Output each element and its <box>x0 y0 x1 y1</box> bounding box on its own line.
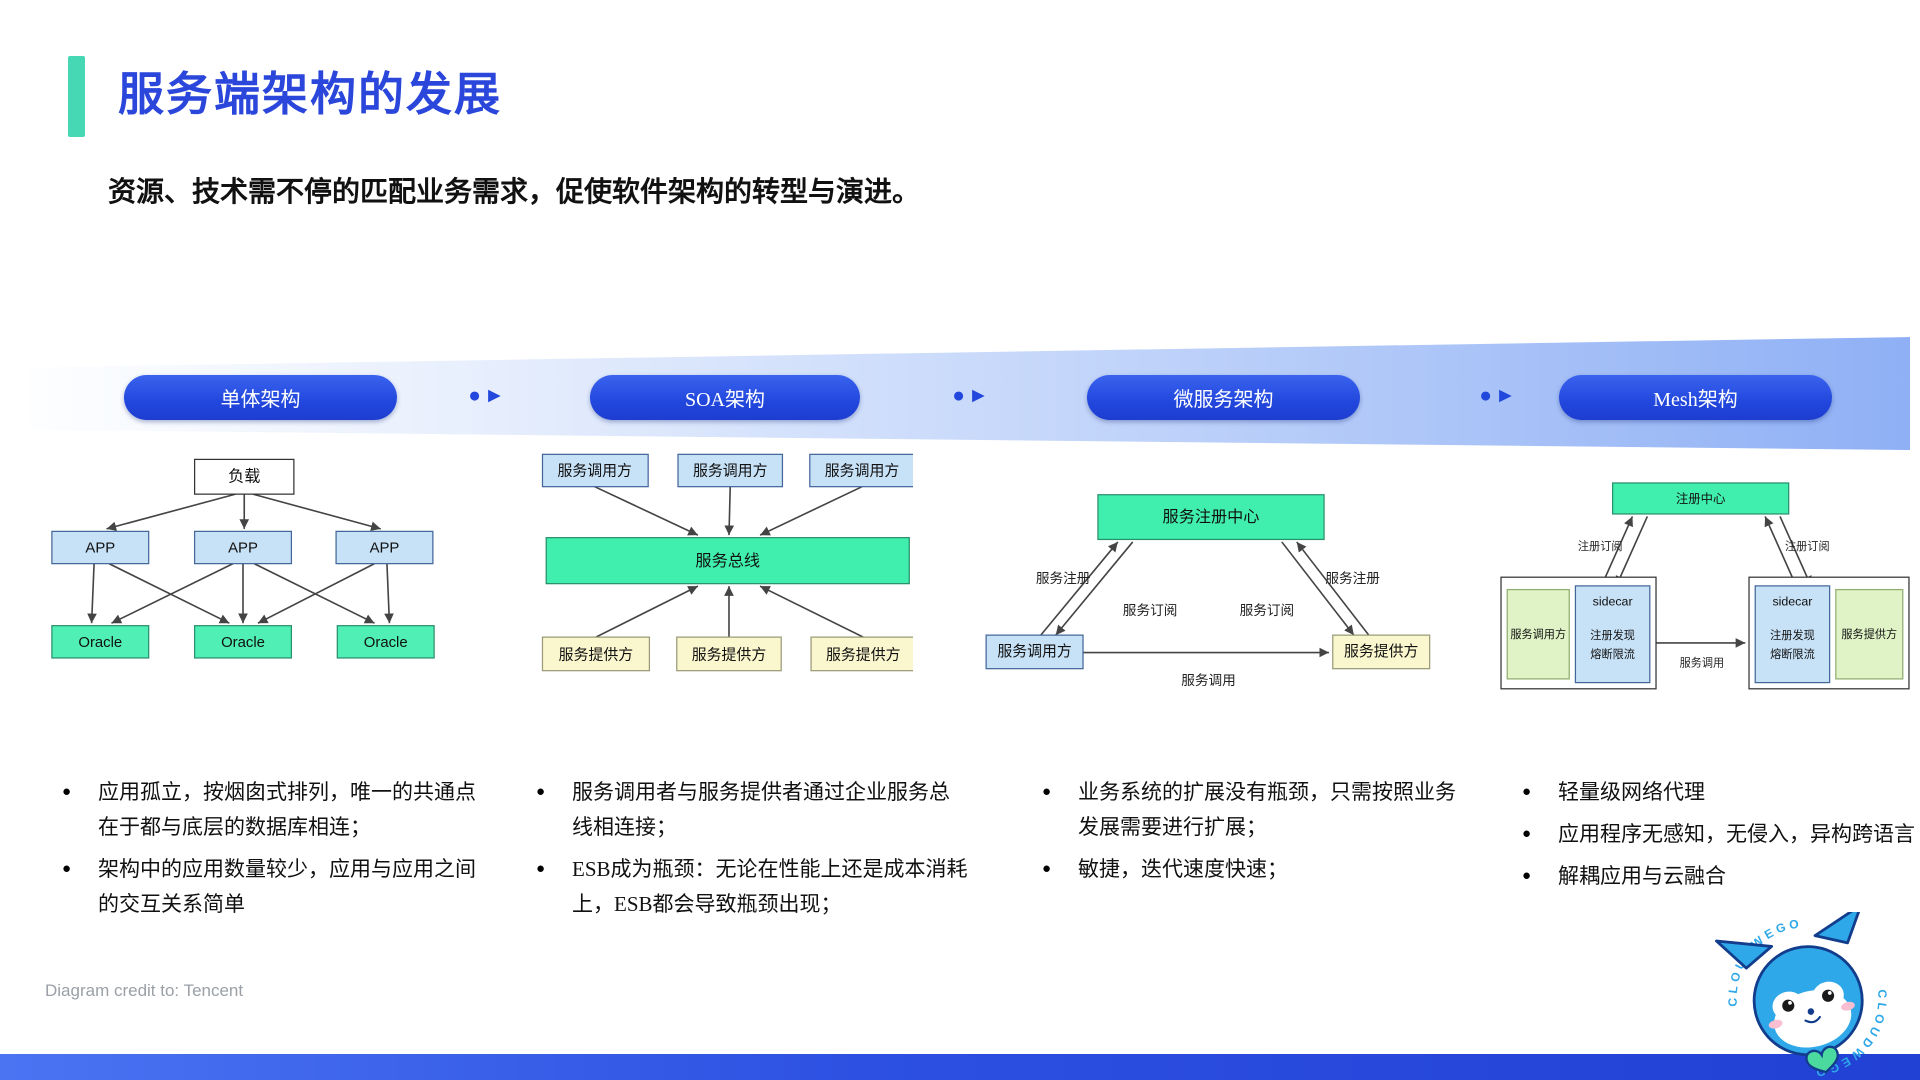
service-provider-box: 服务提供方 <box>541 636 651 672</box>
app-box: APP <box>335 530 434 565</box>
service-subscribe-label: 服务订阅 <box>1123 603 1178 618</box>
database-label: Oracle <box>221 635 265 651</box>
bullet-item: 业务系统的扩展没有瓶颈，只需按照业务发展需要进行扩展； <box>1042 775 1474 845</box>
app-label: APP <box>228 540 258 556</box>
service-caller-box: 服务调用方 <box>677 453 784 488</box>
app-label: APP <box>85 540 115 556</box>
service-invoke-label: 服务调用 <box>1181 673 1236 688</box>
bullets-monolith: 应用孤立，按烟囱式排列，唯一的共通点在于都与底层的数据库相连； 架构中的应用数量… <box>62 775 482 929</box>
load-balancer-box: 负载 <box>193 458 295 495</box>
service-caller-box: 服务调用方 <box>809 453 913 488</box>
service-bus-box: 服务总线 <box>545 537 910 585</box>
page-title: 服务端架构的发展 <box>118 68 502 120</box>
service-provider-box: 服务提供方 <box>676 636 782 672</box>
service-caller-label: 服务调用方 <box>557 462 632 479</box>
sidecar-label: sidecar <box>1593 595 1633 609</box>
database-box: Oracle <box>51 625 150 659</box>
diagram-microservice: 服务注册中心 服务调用方 服务提供方 服务注册 服务订阅 服务订阅 服务注册 服… <box>985 494 1431 688</box>
bullet-item: 应用程序无感知，无侵入，异构跨语言 <box>1522 817 1920 852</box>
mascot-face <box>1715 912 1864 1074</box>
service-subscribe-label: 服务订阅 <box>1240 603 1295 618</box>
bullet-item: 应用孤立，按烟囱式排列，唯一的共通点在于都与底层的数据库相连； <box>62 775 482 845</box>
sidecar-circuit-label: 熔断限流 <box>1770 647 1815 661</box>
service-provider-label: 服务提供方 <box>692 646 767 663</box>
app-label: APP <box>370 540 400 556</box>
diagram-mesh: 注册中心 服务调用方 sidecar 注册发现 熔断限流 sidecar 注册发… <box>1500 482 1910 690</box>
cloudwego-mascot: CLOUDWEGO CLOUDWEGO <box>1709 912 1906 1080</box>
diagram-credit: Diagram credit to: Tencent <box>45 981 244 1000</box>
stage-arrow-icon: ●► <box>952 384 992 407</box>
service-caller-label: 服务调用方 <box>1510 627 1566 641</box>
app-box: APP <box>193 530 293 565</box>
register-subscribe-label: 注册订阅 <box>1785 539 1830 553</box>
service-provider-box: 服务提供方 <box>1332 634 1431 670</box>
app-box: APP <box>51 530 150 565</box>
stage-pill-soa: SOA架构 <box>590 375 860 420</box>
bullets-mesh: 轻量级网络代理 应用程序无感知，无侵入，异构跨语言 解耦应用与云融合 <box>1522 775 1920 901</box>
sidecar-discovery-label: 注册发现 <box>1770 628 1815 642</box>
service-register-label: 服务注册 <box>1036 571 1091 586</box>
bullet-item: 解耦应用与云融合 <box>1522 859 1920 894</box>
service-bus-label: 服务总线 <box>695 552 760 570</box>
subtitle: 资源、技术需不停的匹配业务需求，促使软件架构的转型与演进。 <box>108 177 921 208</box>
register-subscribe-label: 注册订阅 <box>1578 539 1623 553</box>
stage-pill-microservice: 微服务架构 <box>1087 375 1360 420</box>
service-provider-label: 服务提供方 <box>1344 643 1418 660</box>
mesh-caller-pod: 服务调用方 sidecar 注册发现 熔断限流 <box>1500 576 1657 690</box>
stage-pill-mesh: Mesh架构 <box>1559 375 1832 420</box>
sidecar-label: sidecar <box>1772 595 1812 609</box>
registry-box: 注册中心 <box>1611 482 1790 515</box>
bullets-microservice: 业务系统的扩展没有瓶颈，只需按照业务发展需要进行扩展； 敏捷，迭代速度快速； <box>1042 775 1474 894</box>
sidecar-discovery-label: 注册发现 <box>1590 628 1635 642</box>
database-box: Oracle <box>336 625 435 659</box>
footer-bar <box>0 1054 1920 1080</box>
service-caller-label: 服务调用方 <box>693 462 768 479</box>
service-invoke-label: 服务调用 <box>1680 656 1725 669</box>
bullet-item: 服务调用者与服务提供者通过企业服务总线相连接； <box>536 775 968 845</box>
service-caller-box: 服务调用方 <box>985 634 1084 670</box>
registry-label: 注册中心 <box>1676 491 1726 506</box>
title-accent-bar <box>68 56 85 137</box>
service-caller-box: 服务调用方 <box>541 453 649 488</box>
bullets-soa: 服务调用者与服务提供者通过企业服务总线相连接； ESB成为瓶颈：无论在性能上还是… <box>536 775 968 929</box>
sidecar-circuit-label: 熔断限流 <box>1590 647 1635 661</box>
stage-arrow-icon: ●► <box>1479 384 1519 407</box>
diagram-soa: 服务调用方 服务调用方 服务调用方 服务总线 服务提供方 服务提供方 服务提供方 <box>541 453 913 672</box>
stage-pill-monolith: 单体架构 <box>124 375 397 420</box>
mesh-provider-pod: sidecar 注册发现 熔断限流 服务提供方 <box>1748 576 1910 690</box>
service-provider-label: 服务提供方 <box>826 646 901 663</box>
service-caller-label: 服务调用方 <box>825 462 900 479</box>
bullet-item: 敏捷，迭代速度快速； <box>1042 852 1474 887</box>
service-caller-label: 服务调用方 <box>997 643 1071 660</box>
bullet-item: 轻量级网络代理 <box>1522 775 1920 810</box>
stage-arrow-icon: ●► <box>468 384 508 407</box>
diagram-monolith: 负载 APP APP APP Oracle Oracle Oracle <box>51 458 435 659</box>
database-box: Oracle <box>193 625 293 659</box>
service-provider-label: 服务提供方 <box>1841 627 1897 641</box>
service-registry-box: 服务注册中心 <box>1097 494 1325 541</box>
bullet-item: 架构中的应用数量较少，应用与应用之间的交互关系简单 <box>62 852 482 922</box>
bullet-item: ESB成为瓶颈：无论在性能上还是成本消耗上，ESB都会导致瓶颈出现； <box>536 852 968 922</box>
service-register-label: 服务注册 <box>1325 571 1380 586</box>
database-label: Oracle <box>78 635 122 651</box>
load-balancer-label: 负载 <box>228 468 260 486</box>
service-provider-box: 服务提供方 <box>810 636 913 672</box>
database-label: Oracle <box>364 635 408 651</box>
mascot-heart-icon <box>1805 1045 1839 1074</box>
service-registry-label: 服务注册中心 <box>1163 508 1260 526</box>
service-provider-label: 服务提供方 <box>559 646 634 663</box>
